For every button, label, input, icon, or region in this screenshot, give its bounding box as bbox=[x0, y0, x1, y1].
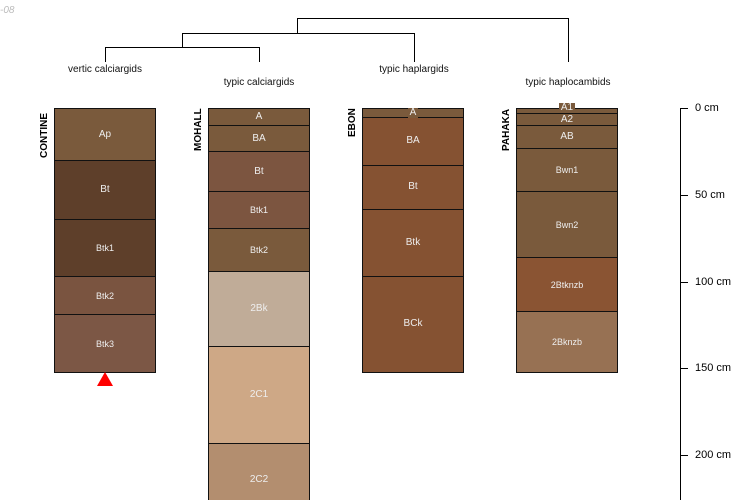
horizon: BA bbox=[208, 125, 310, 153]
horizon: Bt bbox=[54, 160, 156, 221]
profile-name: CONTINE bbox=[39, 113, 50, 159]
horizon: Btk1 bbox=[208, 191, 310, 229]
horizon-label: Bwn2 bbox=[555, 219, 579, 230]
horizon: A bbox=[362, 106, 464, 118]
horizon-label: A2 bbox=[560, 113, 574, 125]
horizon: 2Bk bbox=[208, 271, 310, 347]
horizon: 2Bknzb bbox=[516, 310, 618, 373]
horizon: Btk bbox=[362, 208, 464, 278]
horizon: Btk2 bbox=[54, 276, 156, 316]
taxon-label: typic haplargids bbox=[379, 64, 449, 75]
depth-tick bbox=[680, 281, 688, 283]
horizon-label: 2Bk bbox=[250, 302, 268, 314]
horizon-label: 2C1 bbox=[249, 388, 269, 400]
corner-label: -08 bbox=[0, 5, 15, 16]
depth-tick-label: 150 cm bbox=[695, 362, 732, 375]
horizon-label: AB bbox=[560, 131, 574, 143]
horizon-label: BA bbox=[252, 132, 266, 144]
dendrogram-branch bbox=[182, 33, 415, 34]
depth-tick bbox=[680, 368, 688, 370]
horizon-label: Btk1 bbox=[95, 243, 114, 254]
horizon: Bt bbox=[208, 151, 310, 193]
horizon: Btk3 bbox=[54, 314, 156, 373]
horizon-label: BA bbox=[406, 135, 420, 147]
horizon-label: 2C2 bbox=[249, 473, 269, 485]
depth-tick bbox=[680, 194, 688, 196]
horizon-label: BCk bbox=[403, 318, 423, 330]
profile-name: PAHAKA bbox=[501, 109, 512, 152]
red-triangle-marker bbox=[97, 371, 113, 386]
taxon-label: typic haplocambids bbox=[525, 77, 611, 88]
dendrogram-branch bbox=[297, 18, 569, 19]
horizon: Ap bbox=[54, 108, 156, 162]
taxon-label: typic calciargids bbox=[223, 77, 295, 88]
horizon-label: Btk bbox=[405, 236, 421, 248]
depth-axis-line bbox=[680, 108, 681, 500]
horizon-label: Bt bbox=[408, 181, 418, 193]
depth-tick bbox=[680, 455, 688, 456]
horizon-label: Bt bbox=[100, 184, 110, 196]
profile-name: MOHALL bbox=[193, 108, 204, 152]
horizon-label: Btk3 bbox=[95, 338, 114, 349]
depth-tick-label: 100 cm bbox=[695, 275, 732, 288]
horizon-label: Bt bbox=[254, 165, 264, 177]
horizon: Bt bbox=[362, 165, 464, 210]
dendrogram-branch bbox=[259, 47, 260, 62]
horizon: 2C2 bbox=[208, 442, 310, 500]
horizon-label: Ap bbox=[98, 128, 112, 140]
depth-tick-label: 50 cm bbox=[695, 188, 725, 201]
horizon: Btk1 bbox=[54, 219, 156, 278]
horizon-label: Bwn1 bbox=[555, 165, 579, 176]
depth-tick-label: 200 cm bbox=[695, 449, 732, 461]
dendrogram-branch bbox=[414, 33, 415, 62]
horizon-label: A bbox=[255, 111, 263, 123]
horizon: AB bbox=[516, 125, 618, 149]
horizon-label: A1 bbox=[558, 102, 576, 114]
horizon-label: 2Bknzb bbox=[551, 336, 583, 347]
horizon: BCk bbox=[362, 276, 464, 373]
taxon-label: vertic calciargids bbox=[68, 64, 142, 75]
dendrogram-branch bbox=[297, 18, 298, 33]
depth-tick-label: 0 cm bbox=[695, 102, 719, 114]
horizon: BA bbox=[362, 116, 464, 167]
dendrogram-branch bbox=[105, 47, 106, 62]
horizon-label: Btk1 bbox=[249, 204, 268, 215]
profile-name: EBON bbox=[347, 107, 358, 137]
horizon-label: 2Btknzb bbox=[550, 279, 584, 290]
horizon: Bwn1 bbox=[516, 147, 618, 193]
horizon-label: A bbox=[407, 106, 419, 118]
horizon: A bbox=[208, 108, 310, 127]
depth-tick bbox=[680, 108, 688, 109]
dendrogram-branch bbox=[182, 33, 183, 47]
dendrogram-branch bbox=[568, 18, 569, 62]
dendrogram-branch bbox=[105, 47, 260, 48]
horizon: 2Btknzb bbox=[516, 257, 618, 312]
horizon-label: Btk2 bbox=[95, 290, 114, 301]
horizon: Btk2 bbox=[208, 227, 310, 273]
horizon-label: Btk2 bbox=[249, 244, 268, 255]
horizon: 2C1 bbox=[208, 345, 310, 444]
horizon: Bwn2 bbox=[516, 191, 618, 259]
